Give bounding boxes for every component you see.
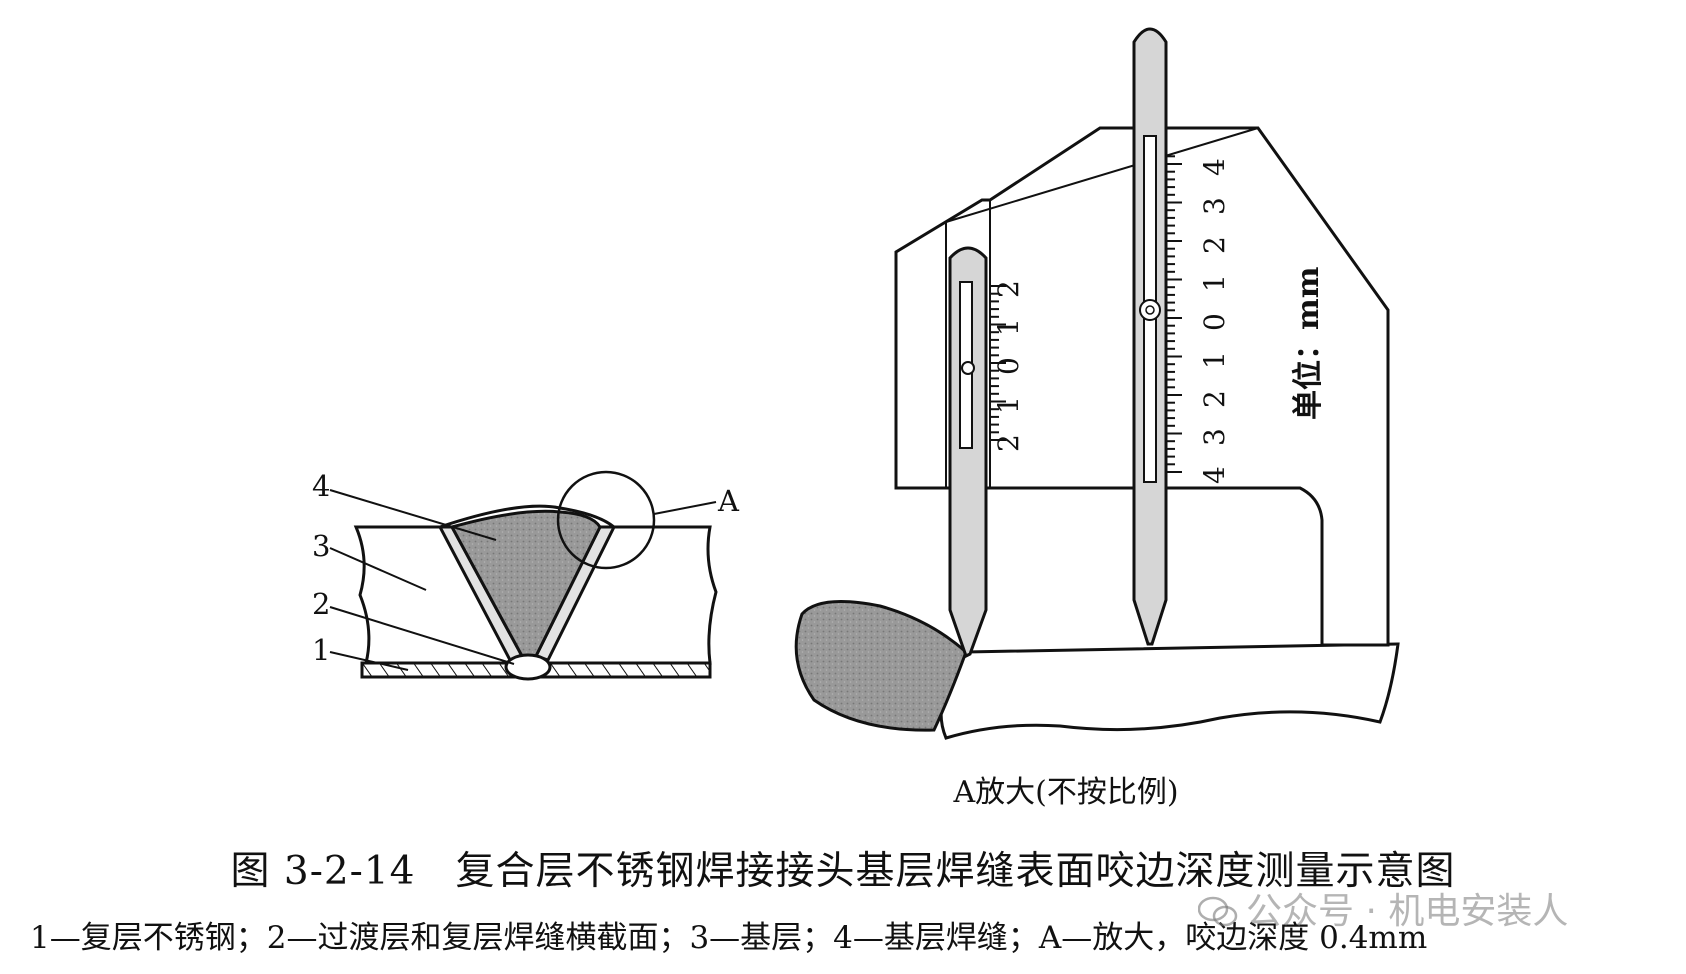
gauge-body-top-edge [945,127,1259,223]
large-scale-ticks [1166,155,1182,473]
large-scale-num: 3 [1198,428,1231,446]
small-scale-num: 2 [992,434,1025,452]
gauge-detail [794,27,1400,740]
workpiece-base [939,642,1400,740]
wechat-icon [1198,896,1238,927]
large-scale-num: 1 [1198,351,1231,369]
large-scale-num: 1 [1198,274,1231,292]
small-scale-numbers: 2 1 0 1 2 [992,280,1025,452]
label-1: 1 [312,633,330,667]
large-scale-num: 2 [1198,390,1231,408]
label-a: A [717,484,740,518]
weld-cap [439,504,615,529]
weld-cross-section [329,470,718,681]
small-scale-num: 1 [992,318,1025,336]
cross-section-labels: 4 3 2 1 A [312,469,740,667]
transition-root-bead [504,653,552,681]
figure-title: 图 3-2-14 复合层不锈钢焊接接头基层焊缝表面咬边深度测量示意图 [230,849,1456,894]
figure-legend: 1—复层不锈钢；2—过渡层和复层焊缝横截面；3—基层；4—基层焊缝；A—放大，咬… [30,920,1428,956]
large-scale-num: 2 [1198,236,1231,254]
leader-line-4 [329,489,497,541]
unit-label: 单位：mm [1291,266,1326,420]
watermark-text: 公众号 · 机电安装人 [1246,891,1569,932]
large-scale-num: 3 [1198,197,1231,215]
large-scale-numbers: 4 3 2 1 0 1 2 3 4 [1198,158,1231,484]
large-scale-num: 0 [1198,313,1231,331]
large-probe-screw-inner [1145,305,1155,315]
detail-circle-a [556,470,656,570]
small-scale-ticks [990,285,1006,441]
watermark: 公众号 · 机电安装人 [1198,882,1568,934]
label-3: 3 [312,529,330,563]
small-scale-num: 0 [992,357,1025,375]
detail-caption: A放大(不按比例) [952,775,1178,810]
small-probe-screw [961,361,975,375]
leader-line-2 [329,606,515,665]
leader-line-3 [329,547,427,591]
workpiece-weld-bead [794,600,968,732]
label-4: 4 [312,469,330,503]
leader-line-1 [329,651,409,671]
large-scale-num: 4 [1198,466,1231,484]
small-scale-num: 1 [992,396,1025,414]
leader-line-a [653,501,717,515]
label-2: 2 [312,587,330,621]
large-scale-num: 4 [1198,158,1231,176]
small-scale-num: 2 [992,280,1025,298]
